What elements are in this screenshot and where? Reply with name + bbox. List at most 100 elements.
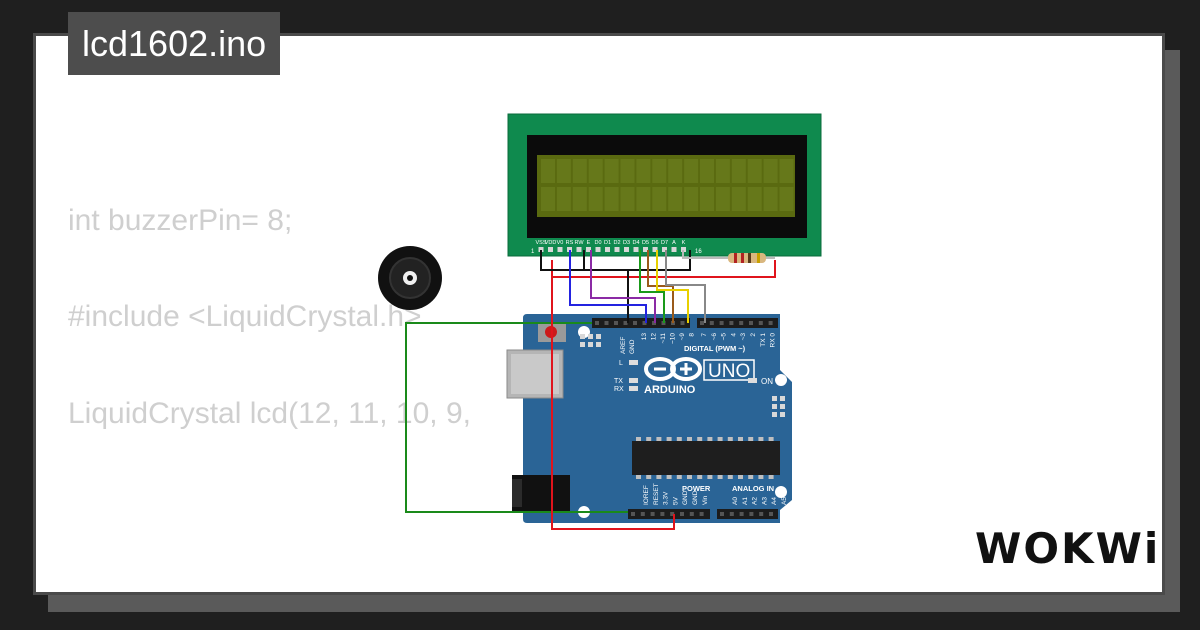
lcd-pin-label: VDD bbox=[545, 240, 557, 246]
lcd-pin bbox=[662, 247, 667, 252]
resistor bbox=[700, 253, 775, 263]
lcd-pin bbox=[671, 247, 677, 252]
lcd-cell bbox=[572, 159, 587, 183]
lcd-cell bbox=[747, 159, 762, 183]
lcd-cell bbox=[541, 187, 555, 211]
lcd-cell bbox=[636, 187, 651, 211]
lcd-cell bbox=[700, 159, 714, 183]
lcd-cell bbox=[588, 187, 603, 211]
lcd-pin bbox=[681, 247, 686, 252]
arduino-logo-icon bbox=[644, 357, 702, 381]
pin-label: 13 bbox=[641, 333, 648, 341]
lcd-pin-last: 16 bbox=[695, 249, 702, 255]
lcd-cell bbox=[604, 159, 619, 183]
lcd-pin-label: D7 bbox=[661, 240, 668, 246]
lcd-pin-label: D4 bbox=[632, 240, 639, 246]
lcd-cell bbox=[652, 159, 667, 183]
lcd-character-grid bbox=[541, 159, 794, 211]
lcd-pin bbox=[624, 247, 629, 252]
pin-label: A1 bbox=[742, 497, 749, 505]
lcd-pin bbox=[576, 247, 582, 252]
pin-label: 4 bbox=[730, 333, 737, 337]
lcd-cell bbox=[684, 159, 699, 183]
lcd-pin bbox=[605, 247, 610, 252]
lcd-pin-label: D6 bbox=[651, 240, 658, 246]
pin-label: IOREF bbox=[643, 485, 650, 505]
pin-label: RESET bbox=[653, 483, 660, 505]
lcd-cell bbox=[604, 187, 619, 211]
pin-label: ~9 bbox=[679, 333, 686, 341]
lcd-cell bbox=[668, 187, 683, 211]
buzzer bbox=[378, 246, 442, 310]
lcd-pin-label: E bbox=[587, 240, 591, 246]
lcd-cell bbox=[763, 159, 778, 183]
gnd-label: GND bbox=[629, 339, 636, 354]
lcd-cell bbox=[541, 159, 555, 183]
lcd-pin-label: D3 bbox=[623, 240, 630, 246]
lcd-cell bbox=[747, 187, 762, 211]
lcd-pin-label: D5 bbox=[642, 240, 649, 246]
lcd-cell bbox=[731, 187, 746, 211]
pin-label: ~3 bbox=[740, 333, 747, 341]
arduino-model: UNO bbox=[708, 361, 750, 382]
lcd-cell bbox=[556, 159, 571, 183]
led-l-label: L bbox=[619, 360, 623, 367]
pin-label: 7 bbox=[701, 333, 708, 337]
lcd-pin-label: A bbox=[672, 240, 676, 246]
digital-label: DIGITAL (PWM ~) bbox=[684, 344, 746, 353]
lcd-pin bbox=[557, 247, 563, 252]
lcd-cell bbox=[572, 187, 587, 211]
lcd-pin bbox=[595, 247, 601, 252]
pin-label: A0 bbox=[732, 497, 739, 505]
aref-label: AREF bbox=[620, 337, 627, 354]
lcd-pin-label: RW bbox=[574, 240, 584, 246]
pin-label: 2 bbox=[750, 333, 757, 337]
lcd-pin-header bbox=[538, 247, 686, 252]
lcd-cell bbox=[620, 159, 635, 183]
lcd-pin-label: VSS bbox=[535, 240, 546, 246]
lcd-cell bbox=[620, 187, 635, 211]
lcd-cell bbox=[731, 159, 746, 183]
code-line: #include <LiquidCrystal.h> bbox=[68, 300, 422, 333]
lcd-pin-label: V0 bbox=[557, 240, 564, 246]
lcd-cell bbox=[779, 159, 794, 183]
pin-label: A4 bbox=[771, 497, 778, 505]
pin-label: 5V bbox=[672, 496, 679, 505]
lcd-pin-label: D1 bbox=[604, 240, 611, 246]
lcd-cell bbox=[636, 159, 651, 183]
lcd-pin bbox=[538, 247, 544, 252]
lcd-cell bbox=[700, 187, 714, 211]
led-tx-label: TX bbox=[614, 378, 623, 385]
wires bbox=[405, 250, 776, 530]
pin-label: Vin bbox=[702, 495, 709, 505]
lcd-pin bbox=[548, 247, 553, 252]
pin-label: ~11 bbox=[660, 333, 667, 344]
lcd-cell bbox=[668, 159, 683, 183]
pin-label: GND bbox=[692, 490, 699, 505]
power-label: POWER bbox=[682, 484, 711, 493]
analog-label: ANALOG IN bbox=[732, 484, 774, 493]
lcd-cell bbox=[684, 187, 699, 211]
pin-label: TX 1 bbox=[760, 333, 767, 347]
code-line: int buzzerPin= 8; bbox=[68, 204, 293, 237]
pin-label: A5 bbox=[781, 497, 788, 505]
project-title: lcd1602.ino bbox=[68, 12, 281, 75]
lcd-pin bbox=[633, 247, 639, 252]
lcd-cell bbox=[588, 159, 603, 183]
led-rx-label: RX bbox=[614, 386, 624, 393]
pin-label: RX 0 bbox=[770, 333, 777, 348]
pin-label: GND bbox=[682, 490, 689, 505]
lcd-cell bbox=[715, 159, 730, 183]
pin-label: A2 bbox=[752, 497, 759, 505]
pin-label: 8 bbox=[689, 333, 696, 337]
lcd-pin-label: D0 bbox=[594, 240, 601, 246]
arduino-logo-text: ARDUINO bbox=[644, 384, 696, 396]
wokwi-logo: WOKWi bbox=[975, 524, 1161, 573]
lcd-pin-label: D2 bbox=[613, 240, 620, 246]
lcd-cell bbox=[652, 187, 667, 211]
